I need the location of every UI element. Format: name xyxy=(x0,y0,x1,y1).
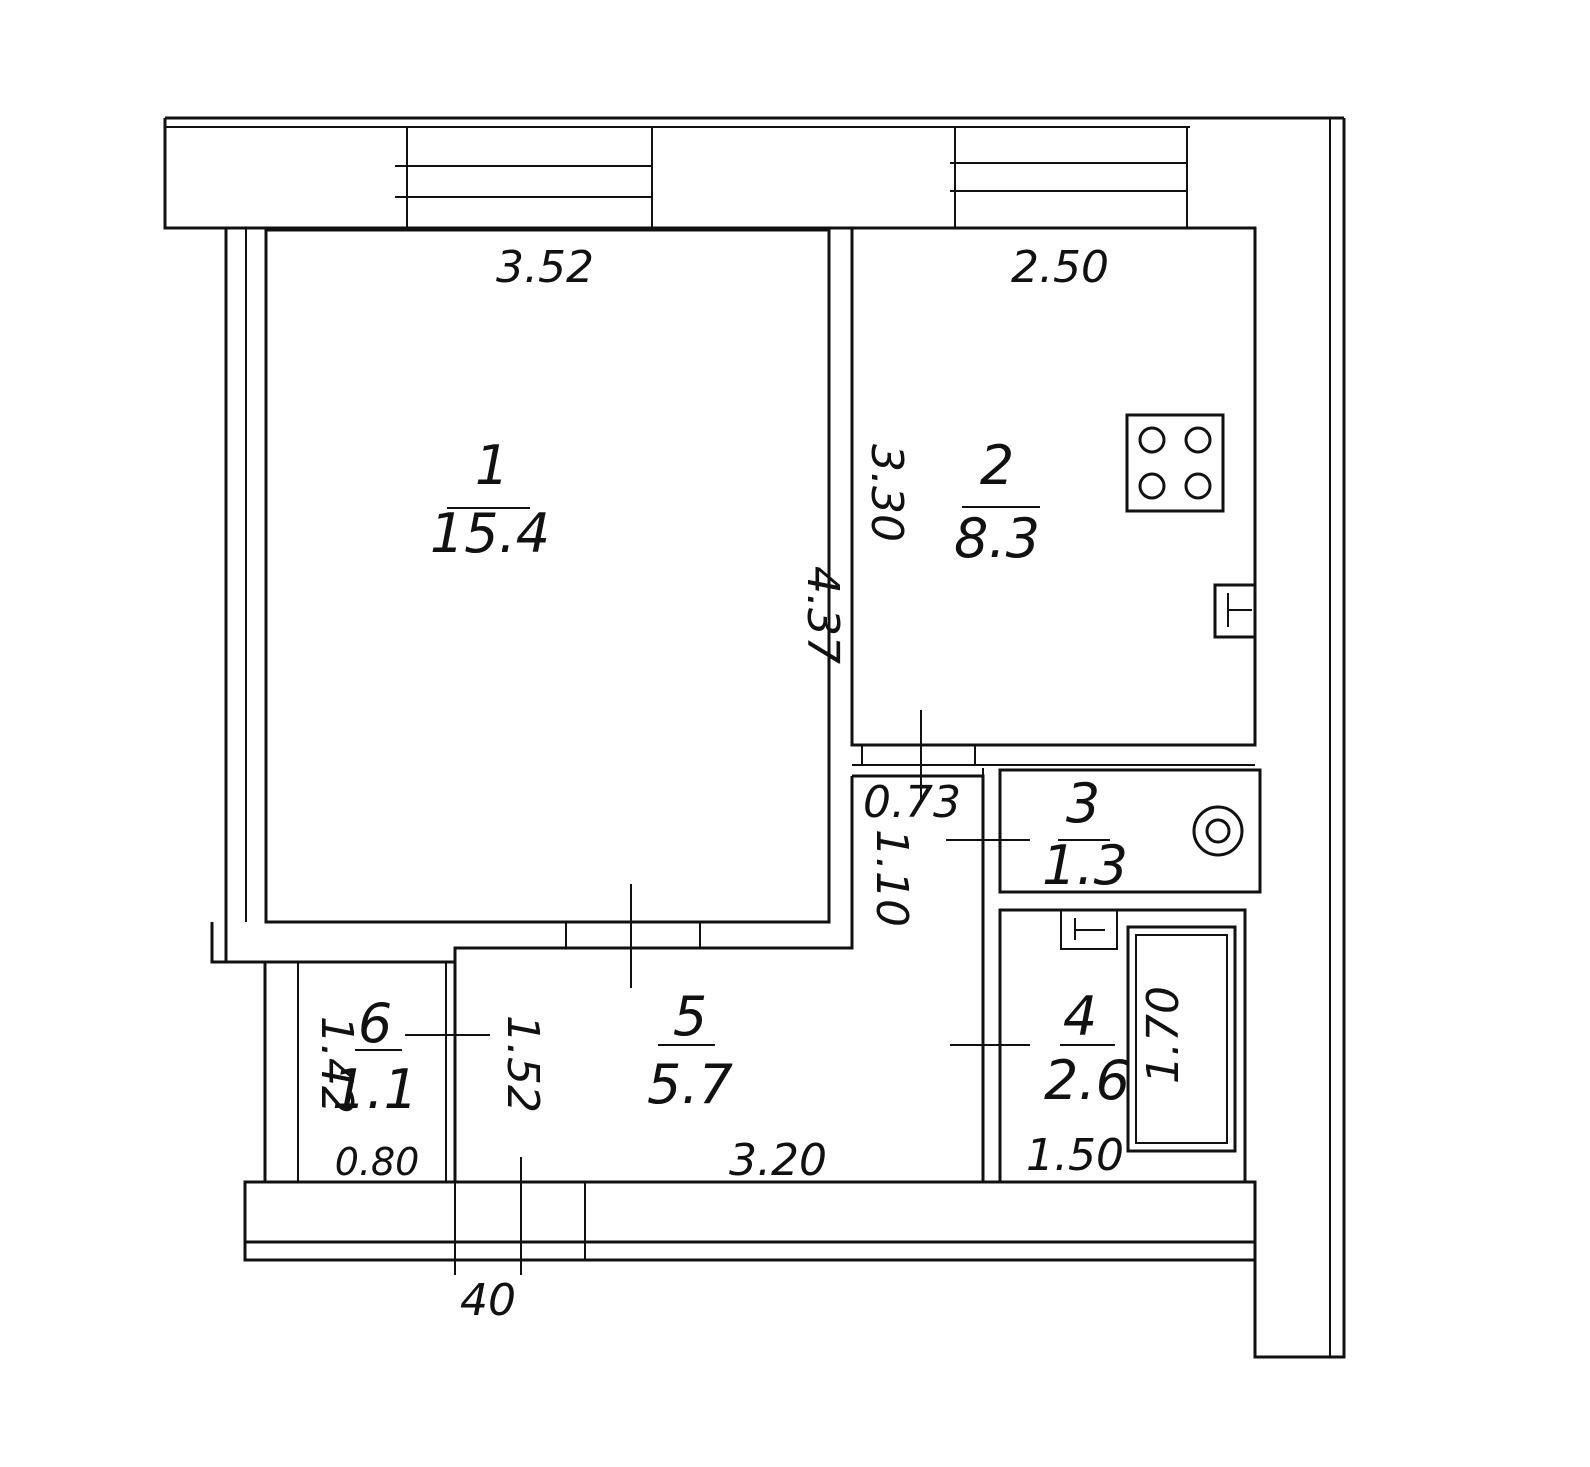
room-3-outline xyxy=(998,768,1262,894)
room-2-number: 2 xyxy=(980,434,1014,497)
room-5-area: 5.7 xyxy=(647,1053,733,1116)
room-6-number: 6 xyxy=(358,992,392,1055)
bathtub-icon xyxy=(1126,925,1237,1153)
room-2-area: 8.3 xyxy=(954,507,1040,570)
room-4-number: 4 xyxy=(1063,985,1097,1048)
tub-length-label: 1.70 xyxy=(1138,986,1189,1084)
stove-icon xyxy=(1125,413,1225,513)
room-1-width-label: 3.52 xyxy=(496,242,594,293)
room-1-outline xyxy=(264,228,831,924)
room-6-width-label: 0.80 xyxy=(335,1140,420,1184)
bath-width-label: 1.50 xyxy=(1026,1130,1124,1181)
bottom-wall xyxy=(243,1180,1257,1262)
sink-icon xyxy=(1213,583,1257,639)
room-3-area: 1.3 xyxy=(1042,834,1128,897)
room-6-area: 1.1 xyxy=(332,1058,418,1121)
room-5-width-label: 3.20 xyxy=(729,1135,827,1186)
room-2-width-label: 2.50 xyxy=(1011,242,1109,293)
room-6-length-label: 1.42 xyxy=(311,1016,362,1114)
room-3-number: 3 xyxy=(1066,772,1100,835)
room-1-length-label: 4.37 xyxy=(797,566,848,664)
room-1-number: 1 xyxy=(475,434,509,497)
hall-gap-label: 0.73 xyxy=(863,777,961,828)
top-wall xyxy=(163,118,1257,230)
room-5-number: 5 xyxy=(673,985,707,1048)
boiler-icon xyxy=(1192,805,1244,857)
room-2-length-label: 3.30 xyxy=(861,444,912,542)
outer-wall-right xyxy=(165,116,1346,1359)
room-4-area: 2.6 xyxy=(1044,1049,1130,1112)
door-mark-label: 40 xyxy=(460,1275,516,1326)
room-1-bottom-wall xyxy=(210,776,854,964)
room-2-outline xyxy=(850,226,1257,747)
room-5-length-label: 1.52 xyxy=(497,1015,548,1113)
bath-sink-icon xyxy=(1060,909,1118,950)
room-1-area: 15.4 xyxy=(430,502,550,565)
hall-width-label: 1.10 xyxy=(866,829,917,927)
